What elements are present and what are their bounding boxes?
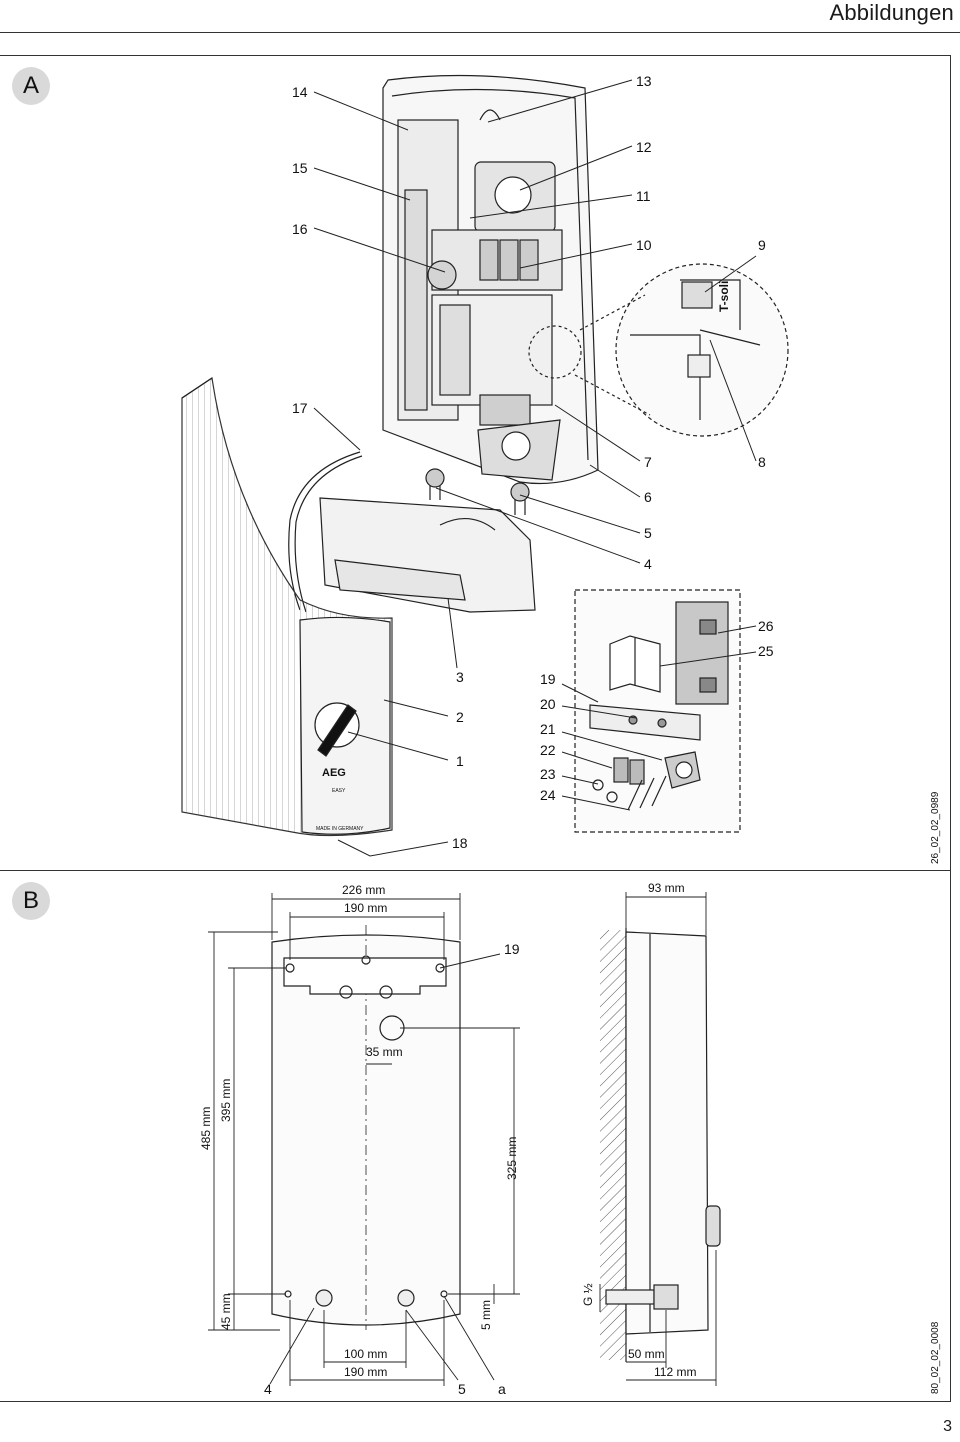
page-number: 3 bbox=[943, 1418, 952, 1435]
header-rule bbox=[0, 32, 960, 33]
dim-thread: G ½ bbox=[581, 1283, 595, 1306]
callout-23: 23 bbox=[540, 766, 556, 782]
callout-1: 1 bbox=[456, 753, 464, 769]
figure-a-leaders bbox=[313, 79, 757, 857]
device-made-in: MADE IN GERMANY bbox=[316, 826, 364, 832]
dim-side-conn: 50 mm bbox=[628, 1347, 665, 1361]
section-badge-b: B bbox=[12, 882, 50, 920]
callout-5: 5 bbox=[644, 525, 652, 541]
callout-21: 21 bbox=[540, 721, 556, 737]
callout-9: 9 bbox=[758, 237, 766, 253]
dim-offset-center: 35 mm bbox=[366, 1045, 403, 1059]
dim-depth: 93 mm bbox=[648, 881, 685, 895]
callout-25: 25 bbox=[758, 643, 774, 659]
figure-b-side bbox=[600, 928, 721, 1362]
callout-13: 13 bbox=[636, 73, 652, 89]
dim-height-connection: 325 mm bbox=[505, 1137, 519, 1180]
dim-conn-offset: 5 mm bbox=[479, 1300, 493, 1330]
figure-b-front bbox=[271, 925, 461, 1330]
callout-b-19: 19 bbox=[504, 941, 520, 957]
figure-a-callouts: 14 15 16 17 13 12 11 10 9 7 8 6 5 4 3 2 … bbox=[292, 73, 941, 864]
figure-a-drawing bbox=[181, 74, 789, 837]
image-code-b: 80_02_02_0008 bbox=[930, 1321, 941, 1394]
callout-b-5: 5 bbox=[458, 1381, 466, 1397]
callout-22: 22 bbox=[540, 742, 556, 758]
device-model: EASY bbox=[332, 788, 346, 794]
dim-height-holes: 395 mm bbox=[219, 1079, 233, 1122]
section-badge-a: A bbox=[12, 67, 50, 105]
image-code-a: 26_02_02_0989 bbox=[930, 791, 941, 864]
figure-frame bbox=[0, 55, 951, 1402]
figure-b-dimensions bbox=[208, 892, 717, 1386]
callout-26: 26 bbox=[758, 618, 774, 634]
callout-24: 24 bbox=[540, 787, 556, 803]
callout-3: 3 bbox=[456, 669, 464, 685]
callout-15: 15 bbox=[292, 160, 308, 176]
callout-19: 19 bbox=[540, 671, 556, 687]
callout-20: 20 bbox=[540, 696, 556, 712]
callout-8: 8 bbox=[758, 454, 766, 470]
callout-12: 12 bbox=[636, 139, 652, 155]
callout-11: 11 bbox=[636, 188, 651, 204]
callout-b-4: 4 bbox=[264, 1381, 272, 1397]
device-brand: AEG bbox=[322, 767, 346, 779]
callout-16: 16 bbox=[292, 221, 308, 237]
callout-7: 7 bbox=[644, 454, 652, 470]
dim-width-outer: 226 mm bbox=[342, 883, 385, 897]
figure-b-labels: 226 mm 190 mm 93 mm 485 mm 395 mm 325 mm… bbox=[199, 881, 941, 1397]
callout-10: 10 bbox=[636, 237, 652, 253]
dim-side-depth: 112 mm bbox=[654, 1365, 696, 1379]
dim-width-inner: 190 mm bbox=[344, 901, 387, 915]
callout-2: 2 bbox=[456, 709, 464, 725]
callout-17: 17 bbox=[292, 400, 308, 416]
callout-6: 6 bbox=[644, 489, 652, 505]
dim-conn-spacing: 100 mm bbox=[344, 1347, 387, 1361]
detail-label: T-soli bbox=[717, 281, 731, 312]
dim-bottom-offset: 45 mm bbox=[219, 1293, 233, 1330]
callout-b-a: a bbox=[498, 1381, 506, 1397]
callout-14: 14 bbox=[292, 84, 308, 100]
callout-4: 4 bbox=[644, 556, 652, 572]
dim-bottom-width: 190 mm bbox=[344, 1365, 387, 1379]
dim-height-total: 485 mm bbox=[199, 1107, 213, 1150]
page-title: Abbildungen bbox=[829, 0, 954, 25]
section-separator bbox=[0, 870, 950, 871]
callout-18: 18 bbox=[452, 835, 468, 851]
